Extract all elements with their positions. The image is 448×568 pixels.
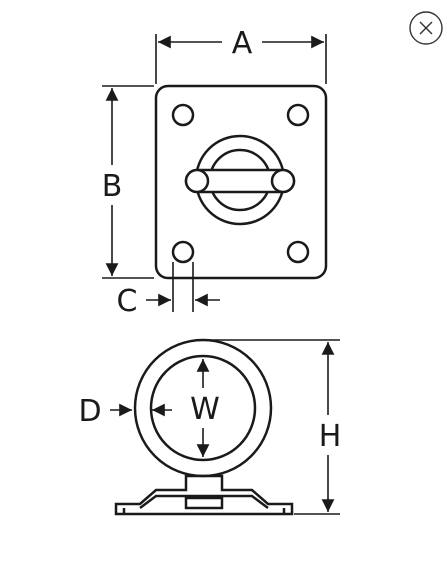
- base-inner-line: [139, 494, 269, 509]
- dimension-b: [102, 85, 154, 279]
- close-button[interactable]: [408, 10, 444, 46]
- top-view: [154, 84, 328, 280]
- pin-end-left: [184, 168, 210, 194]
- dimension-a: [155, 34, 327, 84]
- ring-side-inner: [149, 354, 257, 462]
- base-plate: [154, 84, 328, 280]
- side-view: [114, 338, 294, 516]
- mounting-hole-bottom-right: [286, 240, 310, 264]
- label-c: C: [117, 284, 138, 319]
- dimension-c: [146, 262, 220, 312]
- mounting-hole-top-left: [171, 103, 195, 127]
- mounting-hole-bottom-left: [171, 240, 195, 264]
- label-b: B: [102, 169, 123, 204]
- label-w: W: [190, 392, 220, 427]
- label-d: D: [78, 394, 101, 429]
- base-profile: [114, 474, 294, 516]
- close-circle-icon: [409, 11, 443, 45]
- ring-mount: [184, 496, 224, 510]
- mounting-hole-top-right: [286, 103, 310, 127]
- dimension-h: [206, 339, 340, 515]
- pin-end-right: [270, 168, 296, 194]
- label-a: A: [232, 26, 253, 61]
- label-h: H: [319, 419, 342, 454]
